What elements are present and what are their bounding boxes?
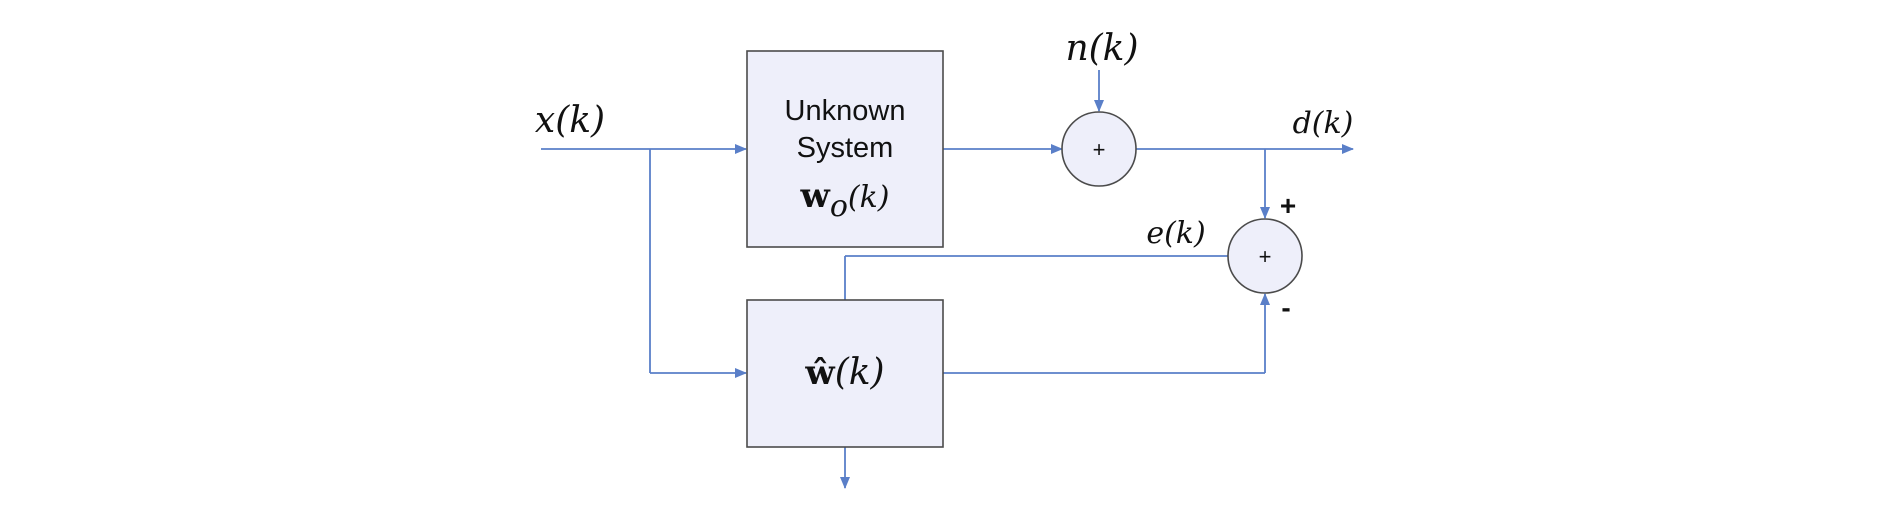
input-signal-label: x(k) — [535, 100, 605, 141]
noise-signal-label: n(k) — [1065, 28, 1138, 69]
error-summer-plus-sign: + — [1280, 190, 1296, 221]
error-summer-sign: + — [1259, 244, 1272, 269]
error-summer-minus-sign: - — [1281, 292, 1290, 323]
error-signal-label: e(k) — [1146, 216, 1205, 251]
unknown-system-weight: wo(k) — [800, 176, 890, 224]
adaptive-filter-weight: ŵ(k) — [804, 352, 884, 393]
noise-summer — [1061, 111, 1137, 187]
adaptive-filter-block — [746, 299, 944, 448]
desired-signal-label: d(k) — [1293, 106, 1354, 141]
noise-summer-sign: + — [1093, 137, 1106, 162]
unknown-system-block — [746, 50, 944, 248]
unknown-system-label-line1: Unknown — [785, 95, 906, 127]
unknown-system-label-line2: System — [797, 132, 894, 164]
error-summer — [1227, 218, 1303, 294]
